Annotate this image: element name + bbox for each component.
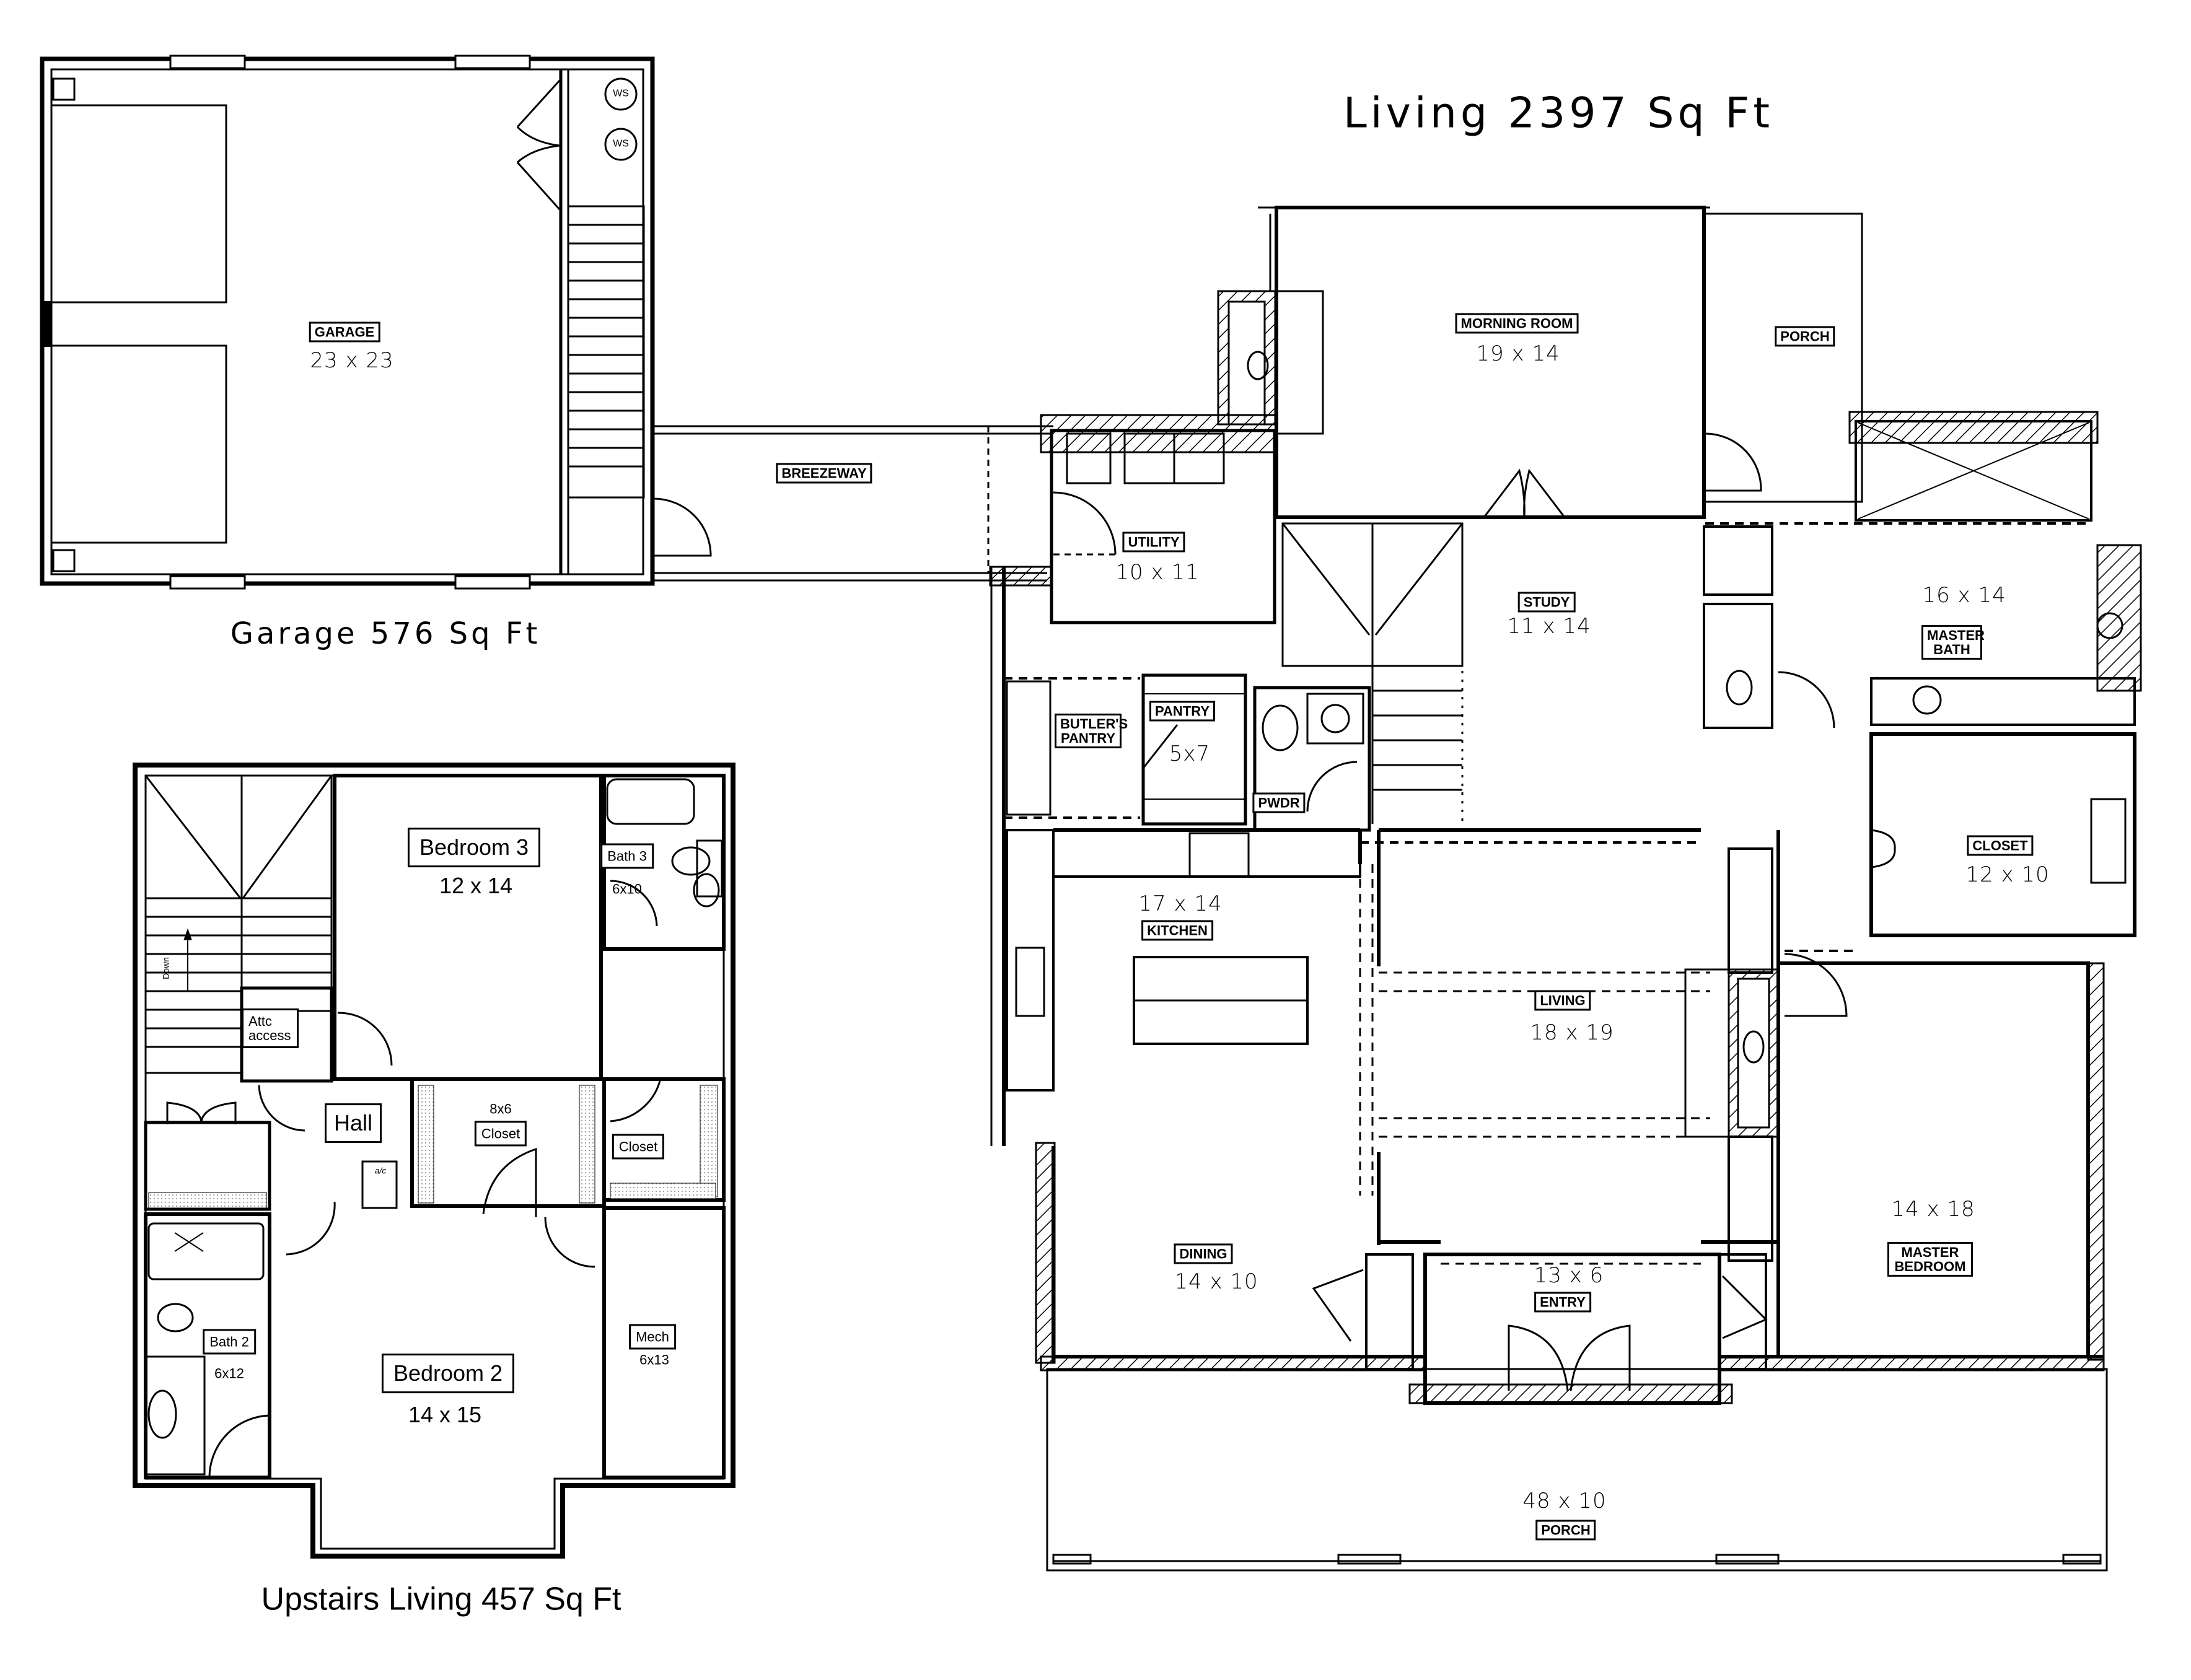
room-label-pantry: PANTRY bbox=[1149, 701, 1215, 722]
room-label-living: LIVING bbox=[1534, 990, 1591, 1011]
room-dims-kitchen: 17 x 14 bbox=[1138, 891, 1223, 917]
water-softener-icon: WS bbox=[613, 138, 629, 149]
garage-area-title: Garage 576 Sq Ft bbox=[230, 616, 541, 651]
room-dims-mech: 6x13 bbox=[639, 1352, 669, 1368]
room-dims-bath-3: 6x10 bbox=[612, 881, 642, 897]
room-dims-master-bedroom: 14 x 18 bbox=[1891, 1197, 1975, 1222]
room-label-closet-bedroom-3: Closet bbox=[612, 1134, 665, 1160]
room-dims-bedroom-2: 14 x 15 bbox=[408, 1402, 482, 1428]
room-dims-bath-2: 6x12 bbox=[214, 1365, 244, 1381]
room-label-kitchen: KITCHEN bbox=[1141, 920, 1213, 941]
room-label-ac: a/c bbox=[374, 1165, 387, 1176]
upstairs-area-title: Upstairs Living 457 Sq Ft bbox=[261, 1581, 621, 1617]
room-label-master-bedroom: MASTER BEDROOM bbox=[1887, 1241, 1973, 1277]
room-dims-closet-8x6: 8x6 bbox=[490, 1101, 512, 1117]
room-label-closet-8x6: Closet bbox=[474, 1121, 527, 1147]
room-label-bath-2: Bath 2 bbox=[203, 1329, 256, 1355]
room-label-entry: ENTRY bbox=[1534, 1292, 1591, 1313]
upstairs-structure bbox=[133, 763, 735, 1559]
room-dims-morning-room: 19 x 14 bbox=[1476, 341, 1560, 367]
room-label-garage: GARAGE bbox=[309, 322, 380, 343]
room-label-butlers-pantry: BUTLER'S PANTRY bbox=[1055, 713, 1128, 749]
room-label-attic-access: Attc access bbox=[242, 1008, 299, 1049]
room-label-master-bath: MASTER BATH bbox=[1921, 624, 1985, 660]
room-dims-closet: 12 x 10 bbox=[1965, 862, 2050, 888]
room-label-utility: UTILITY bbox=[1122, 532, 1185, 553]
room-dims-garage: 23 x 23 bbox=[310, 348, 394, 374]
room-label-bath-3: Bath 3 bbox=[600, 843, 654, 869]
room-dims-living: 18 x 19 bbox=[1530, 1020, 1614, 1046]
room-label-breezeway: BREEZEWAY bbox=[776, 463, 872, 484]
room-label-dining: DINING bbox=[1174, 1243, 1233, 1264]
room-dims-entry: 13 x 6 bbox=[1534, 1263, 1604, 1288]
breezeway-structure bbox=[652, 425, 1053, 582]
water-softener-icon: WS bbox=[613, 88, 629, 99]
room-label-bedroom-2: Bedroom 2 bbox=[381, 1354, 515, 1393]
room-dims-front-porch: 48 x 10 bbox=[1522, 1489, 1607, 1514]
room-dims-dining: 14 x 10 bbox=[1174, 1269, 1258, 1295]
living-area-title: Living 2397 Sq Ft bbox=[1343, 89, 1774, 138]
main-house-structure bbox=[989, 206, 2142, 1572]
room-dims-master-bath: 16 x 14 bbox=[1922, 583, 2006, 608]
room-label-study: STUDY bbox=[1517, 592, 1576, 613]
room-label-mech: Mech bbox=[629, 1324, 676, 1350]
room-label-bedroom-3: Bedroom 3 bbox=[407, 828, 541, 867]
room-label-powder: PWDR bbox=[1252, 792, 1306, 813]
room-dims-bedroom-3: 12 x 14 bbox=[439, 873, 513, 899]
room-label-rear-porch: PORCH bbox=[1775, 326, 1835, 347]
room-dims-study: 11 x 14 bbox=[1507, 614, 1591, 639]
room-label-hall: Hall bbox=[324, 1103, 382, 1143]
room-dims-pantry: 5x7 bbox=[1169, 742, 1211, 767]
stair-direction-note: Down bbox=[160, 957, 171, 979]
room-dims-utility: 10 x 11 bbox=[1115, 560, 1200, 585]
room-label-morning-room: MORNING ROOM bbox=[1455, 313, 1579, 334]
room-label-front-porch: PORCH bbox=[1535, 1520, 1596, 1541]
room-label-closet: CLOSET bbox=[1967, 835, 2034, 856]
garage-structure bbox=[40, 55, 655, 590]
